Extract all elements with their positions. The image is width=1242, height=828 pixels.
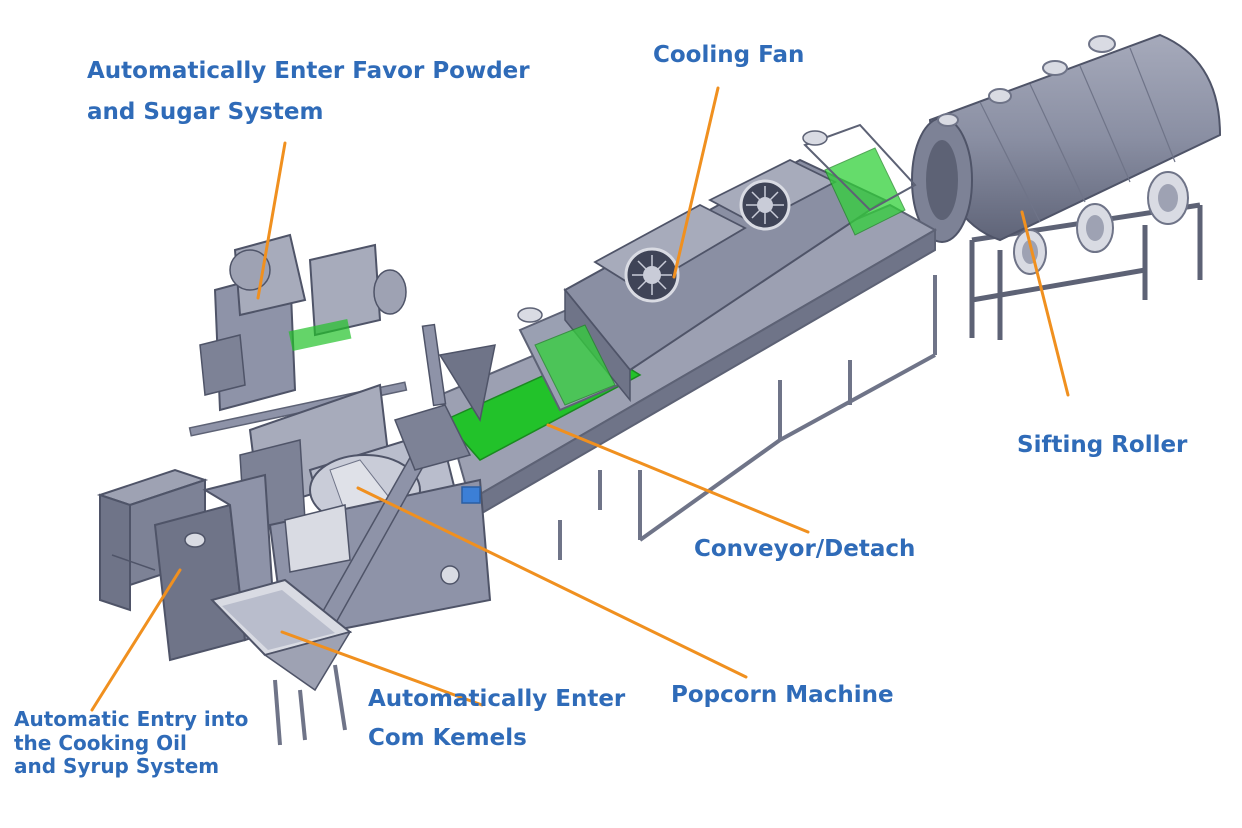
popcorn-machine xyxy=(239,323,496,642)
label-cooling-fan: Cooling Fan xyxy=(653,42,804,68)
label-flavor-powder-line-1: Automatically Enter Favor Powder xyxy=(87,58,530,84)
label-cooling-fan-text: Cooling Fan xyxy=(653,42,805,68)
label-flavor-powder: Automatically Enter Favor Powder and Sug… xyxy=(87,58,530,125)
corn-hopper xyxy=(210,578,353,746)
label-cooking-oil-line-1: Automatic Entry into xyxy=(14,707,249,731)
leader-corn-kernels xyxy=(280,630,484,707)
leader-popcorn-machine xyxy=(356,486,748,679)
label-flavor-powder-line-2: and Sugar System xyxy=(87,99,324,126)
flavor-sugar-units xyxy=(188,233,408,437)
leader-cooling-fan xyxy=(672,86,720,279)
label-cooking-oil-line-3: and Syrup System xyxy=(14,754,220,779)
leader-flavor-powder xyxy=(256,141,287,300)
label-conveyor: Conveyor/Detach xyxy=(694,536,915,562)
label-corn-kernels-line-1: Automatically Enter xyxy=(368,686,626,712)
leader-conveyor xyxy=(546,423,810,534)
label-corn-kernels: Automatically Enter Com Kemels xyxy=(368,686,625,751)
label-popcorn-machine-text: Popcorn Machine xyxy=(671,682,894,708)
leader-lines xyxy=(90,86,1070,712)
label-popcorn-machine: Popcorn Machine xyxy=(671,682,894,708)
label-conveyor-text: Conveyor/Detach xyxy=(694,536,916,562)
label-cooking-oil: Automatic Entry into the Cooking Oil and… xyxy=(14,707,249,779)
leader-cooking-oil xyxy=(90,568,182,712)
label-corn-kernels-line-2: Com Kemels xyxy=(368,725,527,752)
conveyor-support-frame xyxy=(468,275,937,600)
leader-sifting-roller xyxy=(1020,210,1070,397)
label-sifting-roller: Sifting Roller xyxy=(1017,432,1187,458)
sifting-roller xyxy=(911,33,1222,275)
fan-icon xyxy=(624,179,791,303)
label-sifting-roller-text: Sifting Roller xyxy=(1017,432,1188,458)
label-cooking-oil-line-2: the Cooking Oil xyxy=(14,730,187,755)
